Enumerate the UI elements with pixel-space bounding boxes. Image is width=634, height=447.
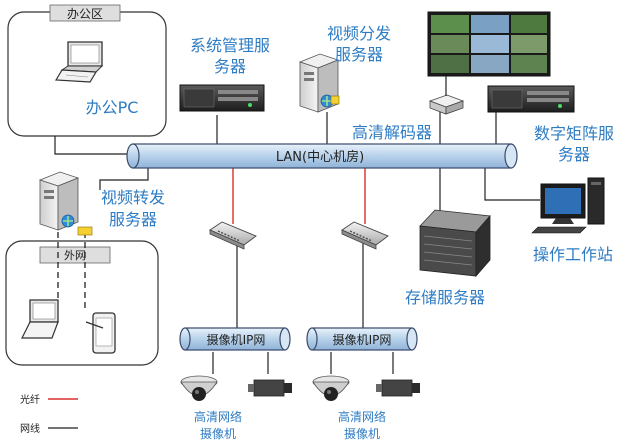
storage-server-label: 存储服务器 (405, 288, 485, 307)
camera-network-1-label: 摄像机IP网 (207, 332, 266, 347)
system-management-server-label-2: 务器 (214, 57, 246, 76)
legend-network-label: 网线 (20, 422, 40, 435)
legend-fiber-label: 光纤 (20, 393, 40, 406)
digital-matrix-server-label-1: 数字矩阵服 (534, 124, 614, 143)
switch-2-icon (342, 222, 388, 249)
video-distribution-server-icon (300, 54, 339, 112)
camera-group-1-caption-1: 高清网络 (194, 409, 242, 424)
camera-network-2: 摄像机IP网 (307, 328, 417, 350)
dome-camera-2-icon (313, 376, 349, 401)
digital-matrix-server-label-2: 务器 (558, 145, 590, 164)
lan-label: LAN(中心机房) (276, 149, 364, 165)
video-forwarding-server-label-1: 视频转发 (101, 188, 165, 207)
fiber-cables (233, 168, 365, 224)
box-camera-1-icon (248, 380, 292, 396)
digital-matrix-server-icon (488, 86, 574, 112)
switch-1-icon (210, 222, 256, 249)
video-forwarding-server-label-2: 服务器 (109, 210, 157, 229)
camera-group-2-caption-2: 摄像机 (344, 426, 380, 441)
system-management-server-label-1: 系统管理服 (190, 36, 270, 55)
dome-camera-1-icon (181, 376, 217, 401)
camera-network-2-label: 摄像机IP网 (333, 332, 392, 347)
lan-backbone: LAN(中心机房) (127, 144, 517, 168)
hd-decoder-label: 高清解码器 (352, 123, 432, 142)
hd-decoder-icon (430, 95, 463, 114)
video-forwarding-server-icon (40, 172, 92, 235)
camera-group-2-caption-1: 高清网络 (338, 409, 386, 424)
video-distribution-server-label-2: 服务器 (335, 45, 383, 64)
video-wall-icon (428, 12, 550, 76)
system-management-server-icon (180, 85, 264, 111)
external-zone: 外网 (6, 241, 158, 365)
office-pc-label: 办公PC (86, 98, 139, 117)
external-zone-label: 外网 (64, 249, 86, 262)
storage-server-icon (420, 210, 490, 276)
operator-workstation-label: 操作工作站 (533, 245, 613, 264)
camera-network-1: 摄像机IP网 (180, 328, 290, 350)
box-camera-2-icon (376, 380, 420, 396)
camera-group-1-caption-2: 摄像机 (200, 426, 236, 441)
legend: 光纤 网线 (20, 393, 78, 435)
office-zone-label: 办公区 (67, 6, 103, 21)
operator-workstation-icon (532, 178, 604, 233)
video-distribution-server-label-1: 视频分发 (327, 24, 391, 43)
